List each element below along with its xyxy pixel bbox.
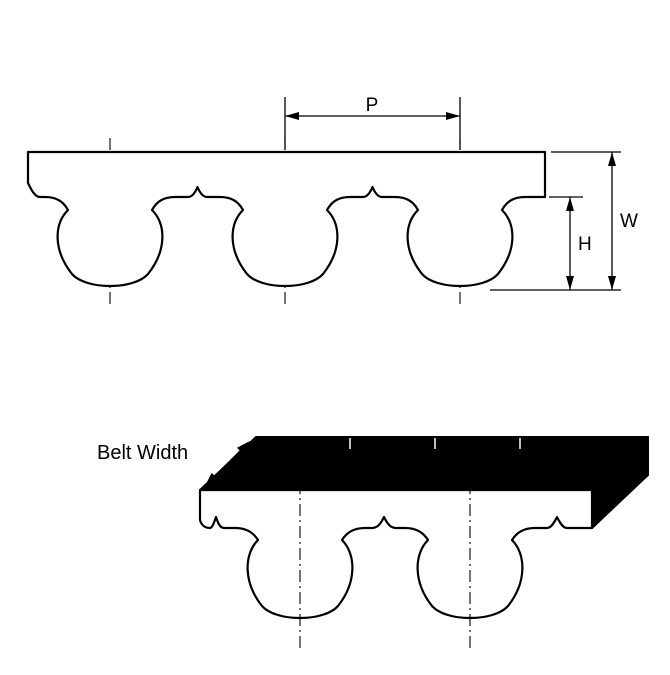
top-face-tooth-ticks [349, 438, 521, 449]
belt-3d-centerlines [299, 482, 471, 648]
belt-3d-front-face [198, 488, 594, 620]
width-label: W [620, 211, 638, 232]
dimension-height [549, 196, 583, 290]
belt-width-arrow-line [211, 447, 244, 480]
height-label: H [578, 234, 592, 255]
pitch-label: P [366, 95, 379, 116]
belt-width-arrowhead-lower [205, 472, 219, 486]
belt-cross-section-profile [26, 150, 547, 288]
h-arrowhead-top [566, 197, 574, 211]
w-arrowhead-bottom [608, 276, 616, 290]
h-arrowhead-bottom [566, 276, 574, 290]
belt-3d-top-face [199, 436, 649, 491]
dimension-pitch [284, 97, 461, 150]
belt-width-label: Belt Width [97, 442, 188, 464]
dimension-width [490, 151, 621, 291]
p-arrowhead-left [285, 112, 299, 120]
p-arrowhead-right [446, 112, 460, 120]
belt-width-arrowhead-upper [236, 441, 250, 455]
belt-3d-end-face [591, 436, 649, 529]
w-arrowhead-top [608, 152, 616, 166]
